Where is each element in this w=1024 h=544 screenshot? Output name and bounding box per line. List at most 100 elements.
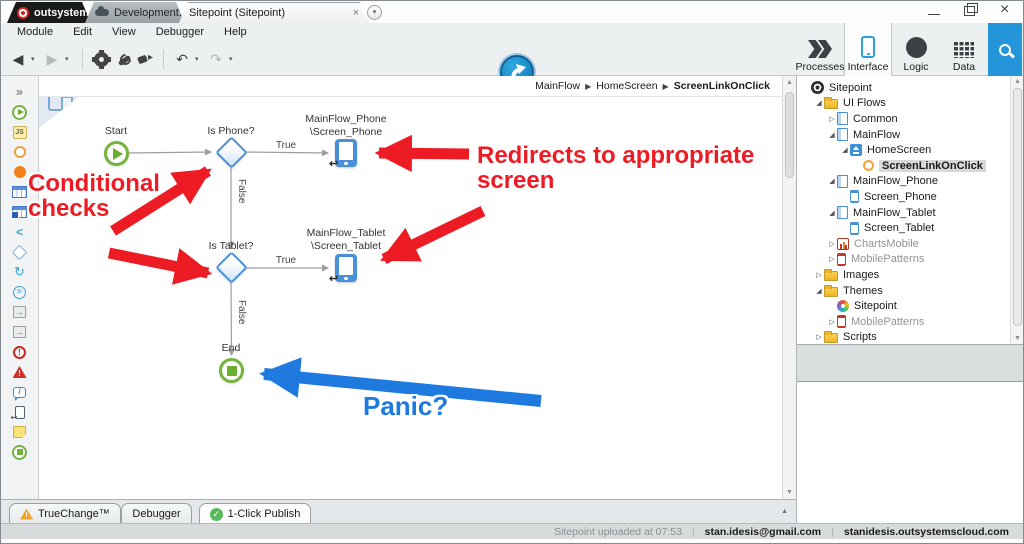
toolbox-item-note[interactable]: [1, 422, 38, 442]
tree-item-images[interactable]: ▷Images: [797, 267, 1011, 283]
scroll-up-icon[interactable]: ▲: [1014, 78, 1021, 85]
tree-item-mobilepatterns[interactable]: ▷MobilePatterns: [797, 252, 1011, 268]
toolbox-item-server-action[interactable]: [1, 162, 38, 182]
panel-expand-icon[interactable]: ▲: [781, 508, 788, 515]
tree-item-screen-tablet[interactable]: Screen_Tablet: [797, 220, 1011, 236]
tree-item-screen-phone[interactable]: Screen_Phone: [797, 189, 1011, 205]
toolbox-item-if-condition[interactable]: [1, 242, 38, 262]
search-button[interactable]: [988, 23, 1022, 76]
toolbox-item-for-each[interactable]: [1, 262, 38, 282]
scroll-down-icon[interactable]: ▼: [786, 489, 793, 496]
tree-item-mobilepatterns[interactable]: ▷MobilePatterns: [797, 314, 1011, 330]
canvas-vertical-scrollbar[interactable]: ▲ ▼: [782, 76, 796, 499]
menu-item-help[interactable]: Help: [224, 26, 247, 38]
tree-item-mainflow[interactable]: ◢MainFlow: [797, 127, 1011, 143]
scroll-up-icon[interactable]: ▲: [786, 79, 793, 86]
menu-item-edit[interactable]: Edit: [73, 26, 93, 38]
toolbox-item-end-node[interactable]: [1, 442, 38, 462]
tab-sitepoint[interactable]: Sitepoint (Sitepoint) ×: [179, 2, 369, 23]
collapse-arrow-icon[interactable]: ◢: [842, 147, 848, 155]
collapse-arrow-icon[interactable]: ◢: [816, 287, 822, 295]
toolbox-item-assign[interactable]: [1, 282, 38, 302]
toolbox-item-javascript[interactable]: [1, 122, 38, 142]
screen-tablet-node[interactable]: ↩: [329, 254, 357, 285]
back-dropdown-icon[interactable]: ▾: [31, 56, 35, 63]
toolbox-item-data-table[interactable]: [1, 202, 38, 222]
restore-button[interactable]: [963, 3, 978, 17]
forward-button[interactable]: ▶: [46, 50, 58, 67]
toolbox-item-start-node[interactable]: [1, 102, 38, 122]
toolbox-item-exception-handler[interactable]: [1, 362, 38, 382]
collapse-arrow-icon[interactable]: ◢: [829, 178, 835, 186]
toolbox-item-comment[interactable]: [1, 382, 38, 402]
tree-item-mainflow-phone[interactable]: ◢MainFlow_Phone: [797, 174, 1011, 190]
end-node[interactable]: [219, 358, 244, 383]
toolbox-item-chevron-left[interactable]: [1, 222, 38, 242]
search-icon: [999, 43, 1011, 56]
collapse-arrow-icon[interactable]: ◢: [829, 131, 835, 139]
start-node[interactable]: [104, 141, 129, 166]
expand-arrow-icon[interactable]: ▷: [829, 115, 835, 123]
toolbox-item-navigate-in[interactable]: [1, 302, 38, 322]
bottom-tab-1-click-publish[interactable]: 1-Click Publish: [198, 503, 312, 524]
tree-item-scripts[interactable]: ▷Scripts: [797, 330, 1011, 345]
nav-button-interface[interactable]: Interface: [844, 23, 892, 76]
tree-item-themes[interactable]: ◢Themes: [797, 283, 1011, 299]
tree-item-homescreen[interactable]: ◢HomeScreen: [797, 142, 1011, 158]
collapse-arrow-icon[interactable]: ◢: [816, 100, 822, 108]
settings-button[interactable]: [91, 47, 111, 71]
expand-arrow-icon[interactable]: ▷: [816, 271, 822, 279]
toolbox-item-client-action[interactable]: [1, 142, 38, 162]
tab-outsystems[interactable]: outsystems: [7, 2, 91, 23]
forward-dropdown-icon[interactable]: ▾: [65, 56, 69, 63]
tab-development[interactable]: Development...: [85, 2, 185, 23]
tree-item-ui-flows[interactable]: ◢UI Flows: [797, 96, 1011, 112]
menu-item-debugger[interactable]: Debugger: [155, 26, 205, 38]
expand-arrow-icon[interactable]: ▷: [829, 256, 835, 264]
expand-arrow-icon[interactable]: ▷: [829, 240, 835, 248]
flow-canvas[interactable]: MainFlow▶HomeScreen▶ScreenLinkOnClick St…: [39, 76, 782, 499]
scroll-down-icon[interactable]: ▼: [1014, 335, 1021, 342]
breadcrumb-part-mainflow[interactable]: MainFlow: [535, 80, 581, 92]
screen-phone-node[interactable]: ↩: [329, 139, 357, 170]
expand-arrow-icon[interactable]: ▷: [816, 334, 822, 342]
toolbox-item-collapse-chevrons[interactable]: [1, 82, 38, 102]
minimize-button[interactable]: [927, 5, 941, 17]
back-button[interactable]: ◀: [12, 50, 24, 67]
scrollbar-thumb[interactable]: [1013, 88, 1022, 326]
undo-dropdown-icon[interactable]: ▾: [195, 56, 199, 63]
redo-dropdown-icon[interactable]: ▾: [229, 56, 233, 63]
scrollbar-thumb[interactable]: [785, 92, 794, 178]
toolbox-item-destination[interactable]: [1, 402, 38, 422]
nav-button-processes[interactable]: Processes: [795, 23, 845, 76]
toolbox-item-navigate-out[interactable]: [1, 322, 38, 342]
toolbox-item-raise-exception[interactable]: [1, 342, 38, 362]
bottom-tab-debugger[interactable]: Debugger: [121, 503, 192, 524]
refresh-references-button[interactable]: [136, 47, 154, 71]
menu-item-module[interactable]: Module: [17, 26, 54, 38]
panel-splitter[interactable]: [797, 344, 1023, 382]
nav-button-data[interactable]: Data: [940, 23, 988, 76]
nav-button-logic[interactable]: Logic: [892, 23, 940, 76]
tab-list-dropdown[interactable]: ▾: [367, 5, 382, 20]
breadcrumb-part-homescreen[interactable]: HomeScreen: [596, 80, 658, 92]
expand-arrow-icon[interactable]: ▷: [829, 318, 835, 326]
tree-item-chartsmobile[interactable]: ▷ChartsMobile: [797, 236, 1011, 252]
tab-close-icon[interactable]: ×: [352, 6, 359, 19]
collapse-arrow-icon[interactable]: ◢: [829, 209, 835, 217]
close-button[interactable]: [999, 4, 1013, 17]
redo-button[interactable]: ↷: [210, 50, 222, 67]
toolbox-item-aggregate[interactable]: [1, 182, 38, 202]
menu-item-view[interactable]: View: [112, 26, 136, 38]
breadcrumb-part-screenlinkonclick[interactable]: ScreenLinkOnClick: [673, 80, 770, 92]
status-bar: Sitepoint uploaded at 07:53 | stan.idesi…: [1, 523, 1023, 539]
tree-item-sitepoint[interactable]: Sitepoint: [797, 298, 1011, 314]
tree-item-mainflow-tablet[interactable]: ◢MainFlow_Tablet: [797, 205, 1011, 221]
manage-dependencies-button[interactable]: [114, 47, 132, 71]
bottom-tab-truechange-[interactable]: TrueChange™: [9, 503, 121, 524]
undo-button[interactable]: ↶: [176, 50, 188, 67]
tree-item-sitepoint[interactable]: Sitepoint: [797, 80, 1011, 96]
tree-item-common[interactable]: ▷Common: [797, 111, 1011, 127]
tree-scrollbar[interactable]: ▲ ▼: [1010, 76, 1023, 344]
tree-item-screenlinkonclick[interactable]: ScreenLinkOnClick: [797, 158, 1011, 174]
